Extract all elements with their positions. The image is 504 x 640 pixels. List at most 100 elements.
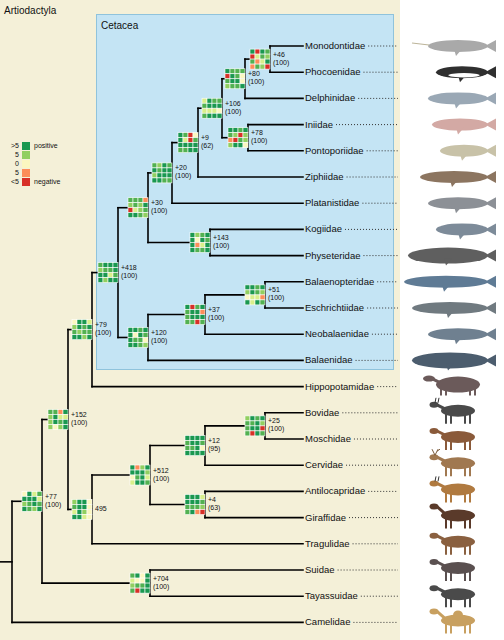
heatmap-cell (233, 128, 238, 133)
heatmap-cell (207, 98, 212, 103)
whale-tail (485, 223, 496, 235)
label-holder: +418 (121, 264, 137, 272)
heatmap-cell (195, 238, 200, 243)
heatmap (185, 305, 205, 325)
heatmap-cell (82, 325, 87, 330)
heatmap-cell (255, 416, 260, 421)
whale-fin (454, 49, 462, 56)
heatmap-cell (255, 59, 260, 64)
heatmap-cell (217, 98, 222, 103)
head (430, 504, 439, 510)
label-holder: Giraffidae (305, 512, 346, 524)
heatmap-cell (27, 491, 32, 496)
heatmap-cell (98, 273, 103, 278)
heatmap-cell (255, 421, 260, 426)
heatmap-cell (48, 425, 53, 430)
heatmap-cell (98, 278, 103, 283)
taxon-name: Physeteridae (305, 250, 360, 262)
heatmap-cell (138, 198, 143, 203)
heatmap-cell (195, 248, 200, 253)
heatmap-cell (167, 168, 172, 173)
leader-line (353, 543, 398, 544)
heatmap-cell (108, 268, 113, 273)
heatmap-cell (212, 113, 217, 118)
whale-figure (420, 171, 496, 187)
heatmap-cell (103, 278, 108, 283)
heatmap-cell (190, 500, 195, 505)
heatmap-cell (245, 285, 250, 290)
branch-value: +106 (225, 100, 241, 108)
label-holder: (100) (273, 59, 289, 67)
heatmap-cell (225, 79, 230, 84)
heatmap-cell (240, 84, 245, 89)
whale-body (436, 66, 488, 78)
heatmap-cell (205, 248, 210, 253)
heatmap-cell (53, 415, 58, 420)
tree-branch (248, 150, 303, 152)
branch-value: +79 (95, 321, 107, 329)
heatmap-cell (212, 103, 217, 108)
label-holder: >5 (11, 142, 19, 150)
label-holder: +30 (151, 199, 163, 207)
heatmap-cell (255, 300, 260, 305)
branch-value: +77 (45, 493, 57, 501)
heatmap-cell (195, 436, 200, 441)
label-holder: +25 (268, 417, 280, 425)
heatmap (130, 465, 150, 485)
heatmap-cell (250, 54, 255, 59)
label-holder: +51 (268, 286, 280, 294)
heatmap-cell (143, 337, 148, 342)
heatmap-cell (200, 441, 205, 446)
heatmap-cell (193, 138, 198, 143)
head (423, 376, 435, 382)
leader-line (377, 281, 398, 282)
heatmap-cell (167, 178, 172, 183)
heatmap-cell (128, 327, 133, 332)
leader-line (361, 596, 398, 597)
tree-branch (205, 491, 303, 493)
body (436, 377, 480, 393)
whale-figure (408, 248, 496, 266)
label-holder: +9 (201, 134, 209, 142)
heatmap-cell (157, 178, 162, 183)
head (430, 533, 439, 539)
label-holder: Physeteridae (305, 250, 360, 262)
heatmap-cell (202, 98, 207, 103)
heatmap-cell (240, 74, 245, 79)
label-holder: +78 (251, 129, 263, 137)
heatmap-cell (243, 128, 248, 133)
heatmap-cell (250, 421, 255, 426)
heatmap-cell (195, 441, 200, 446)
leader-line (377, 386, 398, 387)
heatmap-cell (135, 588, 140, 593)
heatmap (250, 49, 270, 69)
heatmap-cell (140, 470, 145, 475)
label-holder: <5 (11, 178, 19, 186)
heatmap (72, 499, 92, 519)
heatmap-cell (245, 300, 250, 305)
heatmap-cell (98, 263, 103, 268)
heatmap-cell (48, 420, 53, 425)
support-value: (63) (208, 504, 220, 512)
legend-note: positive (34, 142, 58, 150)
leader-line (372, 334, 398, 335)
heatmap-cell (72, 325, 77, 330)
heatmap-cell (185, 320, 190, 325)
heatmap-cell (233, 133, 238, 138)
heatmap-cell (135, 573, 140, 578)
heatmap-cell (82, 335, 87, 340)
heatmap-cell (133, 213, 138, 218)
heatmap-cell (178, 133, 183, 138)
legend-swatch (22, 178, 30, 186)
heatmap-cell (143, 198, 148, 203)
heatmap-cell (140, 573, 145, 578)
heatmap-cell (200, 505, 205, 510)
support-value: (100) (121, 272, 137, 280)
heatmap-cell (135, 480, 140, 485)
heatmap-cell (265, 59, 270, 64)
support-value: (100) (175, 172, 191, 180)
heatmap-cell (245, 431, 250, 436)
heatmap-cell (185, 505, 190, 510)
tree-branch (172, 202, 303, 204)
heatmap-cell (230, 84, 235, 89)
